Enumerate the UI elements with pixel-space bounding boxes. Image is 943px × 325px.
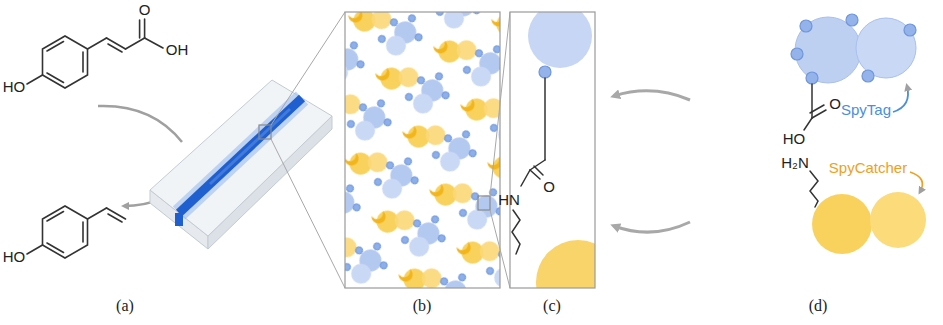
atom-label: HO xyxy=(783,131,806,148)
atom-label: HO xyxy=(3,249,26,266)
microfluidic-chip xyxy=(150,80,332,249)
spytag-pointer xyxy=(893,86,908,112)
protein-name: SpyCatcher xyxy=(829,160,907,177)
panel-frame xyxy=(510,12,595,288)
spytag-residue xyxy=(539,66,551,78)
spycatcher-protein xyxy=(806,192,934,254)
assembly-arrow xyxy=(614,91,690,100)
atom-label: H₂N xyxy=(781,155,809,172)
zoom-box xyxy=(259,125,271,139)
lysine-structure xyxy=(810,171,818,207)
atom-label: O xyxy=(543,179,555,196)
substrate-arrow xyxy=(98,106,182,142)
panel-letter: (c) xyxy=(543,297,561,315)
atom-label: O xyxy=(139,2,151,19)
panel-letter: (b) xyxy=(413,297,432,315)
zoom-line xyxy=(490,210,510,288)
zoom-line xyxy=(271,139,345,288)
spycatcher-pointer xyxy=(910,172,922,192)
isopeptide-panel xyxy=(510,12,595,288)
zoom-box xyxy=(478,196,490,210)
coumaric-acid-structure xyxy=(27,19,163,88)
zoom-line xyxy=(271,12,345,125)
atom-label: HN xyxy=(498,192,520,209)
protein-name: SpyTag xyxy=(841,102,891,119)
aspartate-structure xyxy=(804,84,826,130)
assembly-arrow xyxy=(614,222,690,232)
panel-letter: (d) xyxy=(809,297,828,315)
atom-label: O xyxy=(829,96,841,113)
atom-label: HO xyxy=(3,79,26,96)
vinylphenol-structure xyxy=(27,206,126,258)
atom-label: OH xyxy=(166,42,189,59)
spytag-protein xyxy=(791,14,916,84)
zoom-line xyxy=(490,12,510,196)
isopeptide-structure xyxy=(512,78,545,254)
panel-letter: (a) xyxy=(116,297,134,315)
protein-lattice xyxy=(345,12,500,288)
